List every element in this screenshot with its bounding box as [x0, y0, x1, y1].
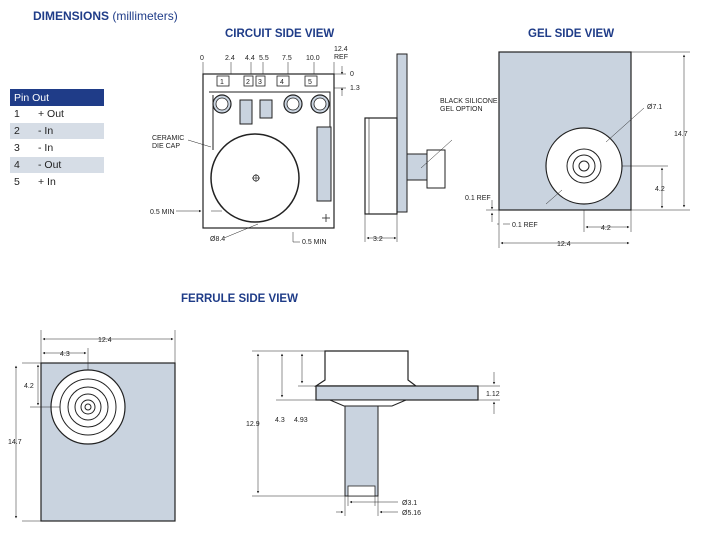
- dim-label: 14.7: [674, 131, 688, 138]
- pin-box-5: [304, 75, 318, 87]
- pin-label: + Out: [34, 106, 104, 123]
- pin-box-4: [276, 75, 290, 87]
- dim-label: REF: [334, 54, 348, 61]
- dim-label: Ø5.16: [402, 510, 421, 517]
- pinout-table: Pin Out 1+ Out 2- In 3- In 4- Out 5+ In: [10, 89, 104, 191]
- silicone-label: BLACK SILICONE: [440, 98, 498, 105]
- pin-label: - Out: [34, 156, 104, 174]
- dim-label: 1.3: [350, 85, 360, 92]
- dim-label: 12.4: [98, 337, 112, 344]
- dim-label: 4.2: [655, 186, 665, 193]
- dim-label: 0: [200, 55, 204, 62]
- dim-label: 0.5 MIN: [302, 239, 327, 246]
- pin-number: 1: [10, 106, 34, 123]
- dim-label: 0.1 REF: [512, 222, 538, 229]
- dim-label: 0.5 MIN: [150, 209, 175, 216]
- ferrule-profile-labels: 12.9 4.3 4.93 1.12 Ø3.1 Ø5.16: [246, 391, 500, 517]
- dim-label: Ø8.4: [210, 236, 225, 243]
- ferrule-profile-view: [252, 350, 500, 516]
- pin-label: 3: [258, 79, 262, 86]
- pin-box-2: [243, 75, 254, 87]
- circuit-edge-view: [364, 53, 453, 242]
- dim-label: 12.4: [557, 241, 571, 248]
- pin-number: 4: [10, 156, 34, 174]
- pin-label: + In: [34, 173, 104, 191]
- dim-label: 0: [350, 71, 354, 78]
- gel-side-labels: Ø7.1 14.7 4.2 4.2 0.1 REF 0.1 REF 12.4: [465, 104, 688, 248]
- dim-label: 5.5: [259, 55, 269, 62]
- ferrule-front-labels: 12.4 4.3 4.2 14.7: [8, 337, 112, 446]
- pin-label: 2: [246, 79, 250, 86]
- ceramic-label: DIE CAP: [152, 143, 180, 150]
- dim-label: 4.3: [60, 351, 70, 358]
- dim-label: 0.1 REF: [465, 195, 491, 202]
- dim-label: 12.4: [334, 46, 348, 53]
- dim-label: 12.9: [246, 421, 260, 428]
- silicone-gel: [406, 153, 428, 181]
- dim-label: Ø3.1: [402, 500, 417, 507]
- circuit-side-view: [176, 62, 346, 243]
- circuit-edge-labels: BLACK SILICONE GEL OPTION 3.2: [373, 98, 498, 243]
- pin-number: 5: [10, 173, 34, 191]
- dim-label: 4.2: [24, 383, 34, 390]
- ferrule-port-outer: [50, 369, 126, 445]
- ferrule-side-view-title: FERRULE SIDE VIEW: [181, 293, 298, 305]
- dim-label: Ø7.1: [647, 104, 662, 111]
- dim-label: 10.0: [306, 55, 320, 62]
- ferrule-flange: [315, 385, 479, 401]
- pin-box-1: [216, 75, 230, 87]
- trace-3: [259, 99, 273, 119]
- trace-2: [239, 99, 253, 125]
- ferrule-cap: [314, 350, 418, 387]
- pin-label: - In: [34, 122, 104, 140]
- pin-label: - In: [34, 139, 104, 157]
- dimensions-header: DIMENSIONS (millimeters): [33, 9, 178, 23]
- edge-board: [396, 53, 408, 213]
- pinout-row: 1+ Out: [10, 106, 104, 123]
- lead-strip: [316, 126, 332, 202]
- pinout-row: 3- In: [10, 139, 104, 157]
- dimensions-unit: (millimeters): [112, 9, 178, 23]
- dim-label: 1.12: [486, 391, 500, 398]
- pin-label: 5: [308, 79, 312, 86]
- ceramic-label: CERAMIC: [152, 135, 184, 142]
- dim-label: 4.4: [245, 55, 255, 62]
- gel-side-view: [486, 51, 690, 248]
- pinout-row: 2- In: [10, 122, 104, 140]
- pinout-row: 4- Out: [10, 156, 104, 174]
- circuit-side-labels: 0 2.4 4.4 5.5 7.5 10.0 12.4 REF 0 1.3 1 …: [150, 46, 360, 246]
- pinout-header: Pin Out: [10, 89, 104, 106]
- gel-side-view-title: GEL SIDE VIEW: [528, 28, 615, 40]
- dim-label: 4.93: [294, 417, 308, 424]
- pin-number: 3: [10, 139, 34, 157]
- circuit-side-view-title: CIRCUIT SIDE VIEW: [225, 28, 335, 40]
- ferrule-tube: [344, 405, 379, 497]
- dim-label: 7.5: [282, 55, 292, 62]
- dim-label: 14.7: [8, 439, 22, 446]
- dim-label: 4.3: [275, 417, 285, 424]
- dimensions-title: DIMENSIONS: [33, 9, 110, 23]
- pin-number: 2: [10, 122, 34, 140]
- gel-port-outer: [545, 127, 623, 205]
- port-nozzle: [426, 149, 446, 189]
- dim-label: 2.4: [225, 55, 235, 62]
- dim-label: 4.2: [601, 225, 611, 232]
- pin-label: 4: [280, 79, 284, 86]
- edge-cap: [364, 117, 398, 215]
- silicone-label: GEL OPTION: [440, 106, 483, 113]
- dim-label: 3.2: [373, 236, 383, 243]
- pinout-row: 5+ In: [10, 173, 104, 191]
- pin-label: 1: [220, 79, 224, 86]
- pin-box-3: [255, 75, 266, 87]
- ferrule-front-view: [14, 330, 176, 522]
